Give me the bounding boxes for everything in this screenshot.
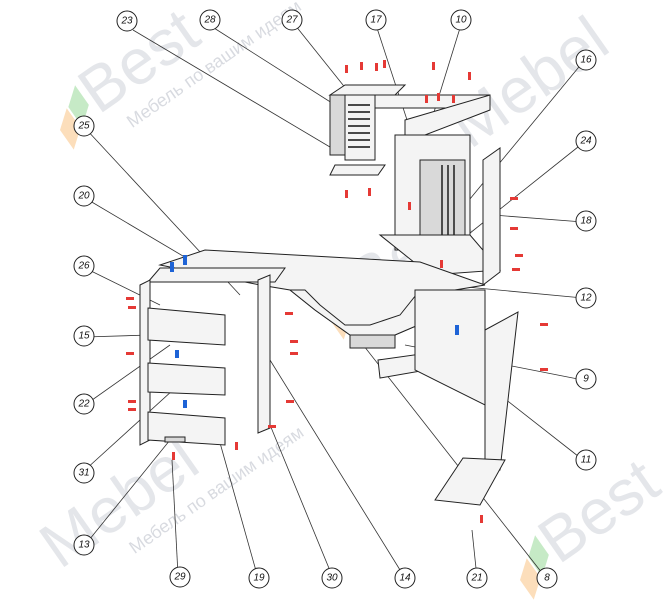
callout-27: 27 — [281, 9, 303, 31]
svg-text:12: 12 — [580, 293, 592, 304]
svg-text:14: 14 — [399, 573, 411, 584]
svg-text:10: 10 — [455, 15, 467, 26]
logo-mark-orange-3 — [520, 558, 541, 600]
corner-support-panel — [414, 289, 486, 406]
hardware-blue-marks — [170, 255, 459, 408]
svg-text:30: 30 — [326, 573, 338, 584]
callout-11: 11 — [575, 449, 597, 471]
right-leg-panel — [484, 311, 519, 476]
svg-text:17: 17 — [370, 15, 382, 26]
right-side-panel-upper — [482, 147, 501, 287]
svg-text:13: 13 — [78, 540, 90, 551]
callout-28: 28 — [199, 9, 221, 31]
drawer-pedestal — [139, 267, 286, 446]
callout-18: 18 — [575, 210, 597, 232]
logo-mark-green-3 — [528, 535, 549, 577]
svg-text:20: 20 — [77, 191, 90, 202]
callout-26: 26 — [73, 255, 95, 277]
callout-17: 17 — [365, 9, 387, 31]
svg-text:15: 15 — [78, 331, 90, 342]
callout-circles: 23 28 27 17 10 16 24 18 25 20 26 15 22 3… — [73, 9, 597, 589]
svg-text:18: 18 — [580, 216, 592, 227]
upper-left-shelf-unit — [328, 84, 491, 176]
hardware-red-marks — [126, 60, 548, 523]
callout-16: 16 — [575, 49, 597, 71]
svg-text:9: 9 — [583, 374, 589, 385]
callout-12: 12 — [575, 287, 597, 309]
logo-mark-orange — [60, 108, 81, 150]
callout-19: 19 — [248, 567, 270, 589]
svg-text:29: 29 — [173, 572, 186, 583]
svg-text:26: 26 — [77, 261, 90, 272]
svg-text:16: 16 — [580, 55, 592, 66]
callout-24: 24 — [575, 130, 597, 152]
svg-text:28: 28 — [203, 15, 216, 26]
callout-20: 20 — [73, 185, 95, 207]
upper-right-cabinet — [378, 134, 502, 276]
foot-plate — [434, 457, 506, 506]
svg-text:21: 21 — [470, 573, 482, 584]
svg-text:8: 8 — [544, 573, 550, 584]
svg-text:25: 25 — [77, 121, 90, 132]
svg-text:24: 24 — [579, 136, 592, 147]
svg-text:27: 27 — [285, 15, 298, 26]
callout-22: 22 — [73, 393, 95, 415]
svg-text:22: 22 — [77, 399, 90, 410]
svg-text:11: 11 — [581, 455, 591, 466]
callout-23: 23 — [116, 10, 138, 32]
svg-text:31: 31 — [78, 468, 89, 479]
callout-25: 25 — [73, 115, 95, 137]
callout-8: 8 — [536, 567, 558, 589]
callout-10: 10 — [450, 9, 472, 31]
callout-15: 15 — [73, 325, 95, 347]
callout-13: 13 — [73, 534, 95, 556]
callout-29: 29 — [169, 566, 191, 588]
svg-text:23: 23 — [120, 16, 133, 27]
callout-21: 21 — [466, 567, 488, 589]
callout-14: 14 — [394, 567, 416, 589]
callout-31: 31 — [73, 462, 95, 484]
svg-text:19: 19 — [253, 573, 265, 584]
callout-30: 30 — [321, 567, 343, 589]
callout-9: 9 — [575, 368, 597, 390]
